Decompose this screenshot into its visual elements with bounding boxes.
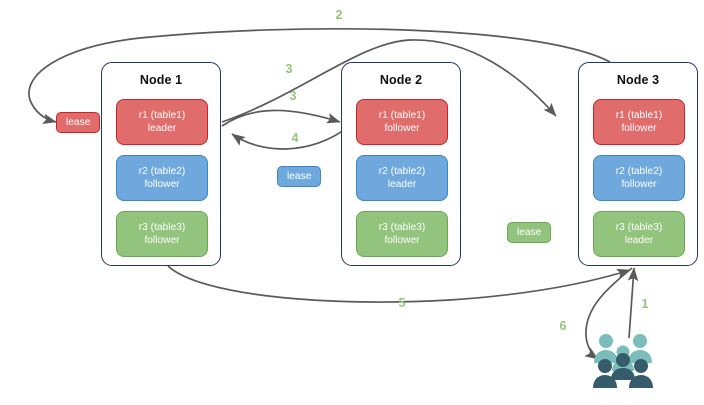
replica-name: r1 (table1) (378, 110, 426, 121)
replica-role: follower (384, 235, 420, 246)
replica-node2-r2[interactable]: r2 (table2) leader (356, 155, 448, 201)
replica-node2-r1[interactable]: r1 (table1) follower (356, 99, 448, 145)
replica-name: r3 (table3) (378, 222, 426, 233)
step-label-2: 2 (335, 8, 343, 22)
step-label-3a: 3 (285, 62, 293, 76)
replica-role: follower (384, 123, 420, 134)
replica-role: follower (621, 179, 657, 190)
lease-badge-red[interactable]: lease (56, 112, 101, 133)
replica-node3-r3[interactable]: r3 (table3) leader (593, 211, 685, 257)
step-label-3b: 3 (289, 89, 297, 103)
node-title-1: Node 1 (139, 73, 183, 87)
replica-role: leader (147, 123, 177, 134)
replica-name: r2 (table2) (138, 166, 186, 177)
edge-step-3-to-node2 (221, 109, 341, 127)
edge-step-1 (627, 267, 639, 339)
step-label-6: 6 (559, 319, 567, 333)
replica-node1-r1[interactable]: r1 (table1) leader (116, 99, 208, 145)
node-container-2[interactable]: Node 2 r1 (table1) follower r2 (table2) … (341, 62, 461, 266)
replica-name: r2 (table2) (615, 166, 663, 177)
replica-node1-r3[interactable]: r3 (table3) follower (116, 211, 208, 257)
lease-badge-blue[interactable]: lease (277, 166, 322, 187)
replica-node1-r2[interactable]: r2 (table2) follower (116, 155, 208, 201)
replica-name: r3 (table3) (615, 222, 663, 233)
replica-node3-r1[interactable]: r1 (table1) follower (593, 99, 685, 145)
replica-node2-r3[interactable]: r3 (table3) follower (356, 211, 448, 257)
replica-role: follower (621, 123, 657, 134)
replica-role: leader (624, 235, 654, 246)
node-title-3: Node 3 (616, 73, 660, 87)
replica-role: follower (144, 235, 180, 246)
node-container-3[interactable]: Node 3 r1 (table1) follower r2 (table2) … (578, 62, 698, 266)
users-group-icon (593, 334, 653, 388)
step-label-5: 5 (398, 296, 406, 310)
replica-name: r1 (table1) (615, 110, 663, 121)
replica-role: leader (387, 179, 417, 190)
step-label-4: 4 (291, 131, 299, 145)
step-label-1: 1 (641, 297, 649, 311)
replica-name: r2 (table2) (378, 166, 426, 177)
replica-node3-r2[interactable]: r2 (table2) follower (593, 155, 685, 201)
replica-role: follower (144, 179, 180, 190)
lease-badge-green[interactable]: lease (507, 222, 552, 243)
node-container-1[interactable]: Node 1 r1 (table1) leader r2 (table2) fo… (101, 62, 221, 266)
replica-name: r1 (table1) (138, 110, 186, 121)
node-title-2: Node 2 (379, 73, 423, 87)
replica-name: r3 (table3) (138, 222, 186, 233)
